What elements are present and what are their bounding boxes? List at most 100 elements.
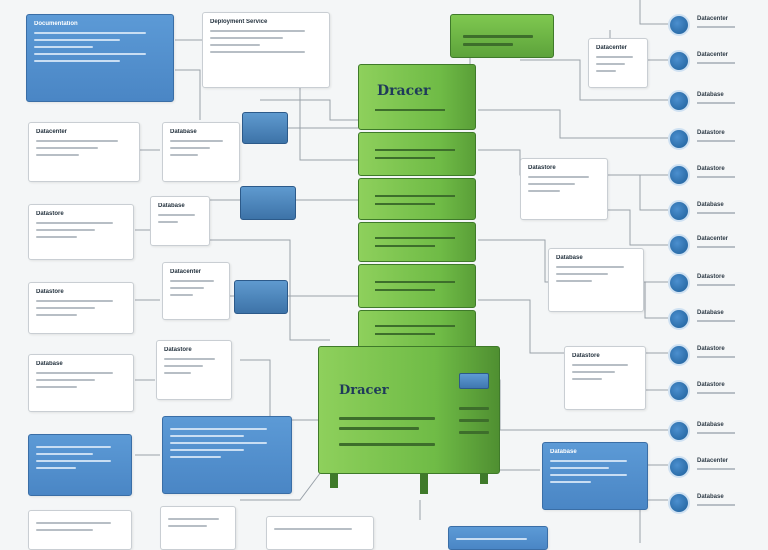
node-label: Datastore — [697, 346, 725, 352]
left-card-title: Database — [36, 361, 63, 367]
node-label: Database — [697, 92, 724, 98]
text-line — [697, 140, 735, 142]
right-card-title: Database — [556, 255, 583, 261]
text-line — [170, 154, 198, 156]
left-card-title: Datacenter — [36, 129, 68, 135]
left-card-title: Datacenter — [170, 269, 202, 275]
text-line — [36, 314, 77, 316]
server-top-label: Dracer — [377, 83, 431, 99]
node-icon[interactable] — [668, 344, 690, 366]
text-line — [36, 446, 111, 448]
left-card-title: Datastore — [36, 289, 64, 295]
text-line — [556, 266, 624, 268]
text-line — [36, 229, 95, 231]
node-icon[interactable] — [668, 234, 690, 256]
text-line — [36, 529, 94, 531]
server-rack-unit — [358, 222, 476, 262]
cabinet-foot — [480, 474, 488, 484]
text-line — [170, 428, 267, 430]
text-line — [170, 280, 215, 282]
server-rack-unit-top: Dracer — [358, 64, 476, 130]
node-icon[interactable] — [668, 14, 690, 36]
server-base-label: Dracer — [339, 383, 389, 398]
text-line — [170, 294, 194, 296]
text-line — [697, 356, 735, 358]
text-line — [36, 307, 95, 309]
text-line — [34, 39, 120, 41]
node-label: Database — [697, 422, 724, 428]
text-line — [210, 51, 306, 53]
right-card-title: Datacenter — [596, 45, 628, 51]
text-line — [528, 190, 561, 192]
right-blue-card: Database — [542, 442, 648, 510]
text-line — [36, 236, 77, 238]
node-icon[interactable] — [668, 50, 690, 72]
deployment-service-card: Deployment Service — [202, 12, 330, 88]
status-screen — [459, 373, 489, 389]
node-label: Datastore — [697, 130, 725, 136]
node-icon[interactable] — [668, 308, 690, 330]
server-rack-unit — [358, 132, 476, 176]
text-line — [596, 70, 616, 72]
node-icon[interactable] — [668, 200, 690, 222]
node-label: Datastore — [697, 274, 725, 280]
node-icon[interactable] — [668, 380, 690, 402]
node-icon[interactable] — [668, 420, 690, 442]
left-card: Database — [28, 354, 134, 412]
text-line — [170, 287, 204, 289]
text-line — [34, 32, 147, 34]
cabinet-foot — [330, 474, 338, 488]
text-line — [697, 26, 735, 28]
left-card: Datacenter — [162, 262, 230, 320]
right-card: Database — [548, 248, 644, 312]
adapter-module — [234, 280, 288, 314]
text-line — [36, 300, 113, 302]
text-line — [596, 63, 625, 65]
text-line — [550, 467, 609, 469]
left-card-title: Database — [158, 203, 185, 209]
text-line — [697, 212, 735, 214]
text-line — [572, 371, 615, 373]
node-label: Datacenter — [697, 458, 729, 464]
node-label: Datacenter — [697, 52, 729, 58]
text-line — [550, 474, 627, 476]
node-icon[interactable] — [668, 164, 690, 186]
bottom-card — [266, 516, 374, 550]
text-line — [550, 460, 627, 462]
text-line — [36, 386, 77, 388]
left-blue-panel — [28, 434, 132, 496]
text-line — [697, 468, 735, 470]
cabinet-foot — [420, 474, 428, 494]
text-line — [36, 453, 94, 455]
left-card: Database — [150, 196, 210, 246]
text-line — [210, 30, 306, 32]
text-line — [572, 378, 602, 380]
text-line — [697, 246, 735, 248]
node-icon[interactable] — [668, 128, 690, 150]
node-icon[interactable] — [668, 456, 690, 478]
text-line — [36, 222, 113, 224]
text-line — [697, 320, 735, 322]
left-card: Database — [162, 122, 240, 182]
text-line — [158, 221, 178, 223]
center-blue-panel — [162, 416, 292, 494]
text-line — [168, 525, 207, 527]
text-line — [456, 538, 528, 540]
node-icon[interactable] — [668, 272, 690, 294]
node-icon[interactable] — [668, 90, 690, 112]
node-label: Datacenter — [697, 16, 729, 22]
right-card-title: Datastore — [572, 353, 600, 359]
text-line — [697, 102, 735, 104]
server-base-cabinet: Dracer — [318, 346, 500, 474]
node-label: Database — [697, 310, 724, 316]
text-line — [697, 392, 735, 394]
left-card: Datastore — [28, 282, 134, 334]
adapter-module — [240, 186, 296, 220]
text-line — [170, 449, 245, 451]
text-line — [36, 522, 111, 524]
text-line — [556, 280, 592, 282]
text-line — [210, 44, 261, 46]
text-line — [34, 60, 120, 62]
node-icon[interactable] — [668, 492, 690, 514]
text-line — [36, 460, 111, 462]
